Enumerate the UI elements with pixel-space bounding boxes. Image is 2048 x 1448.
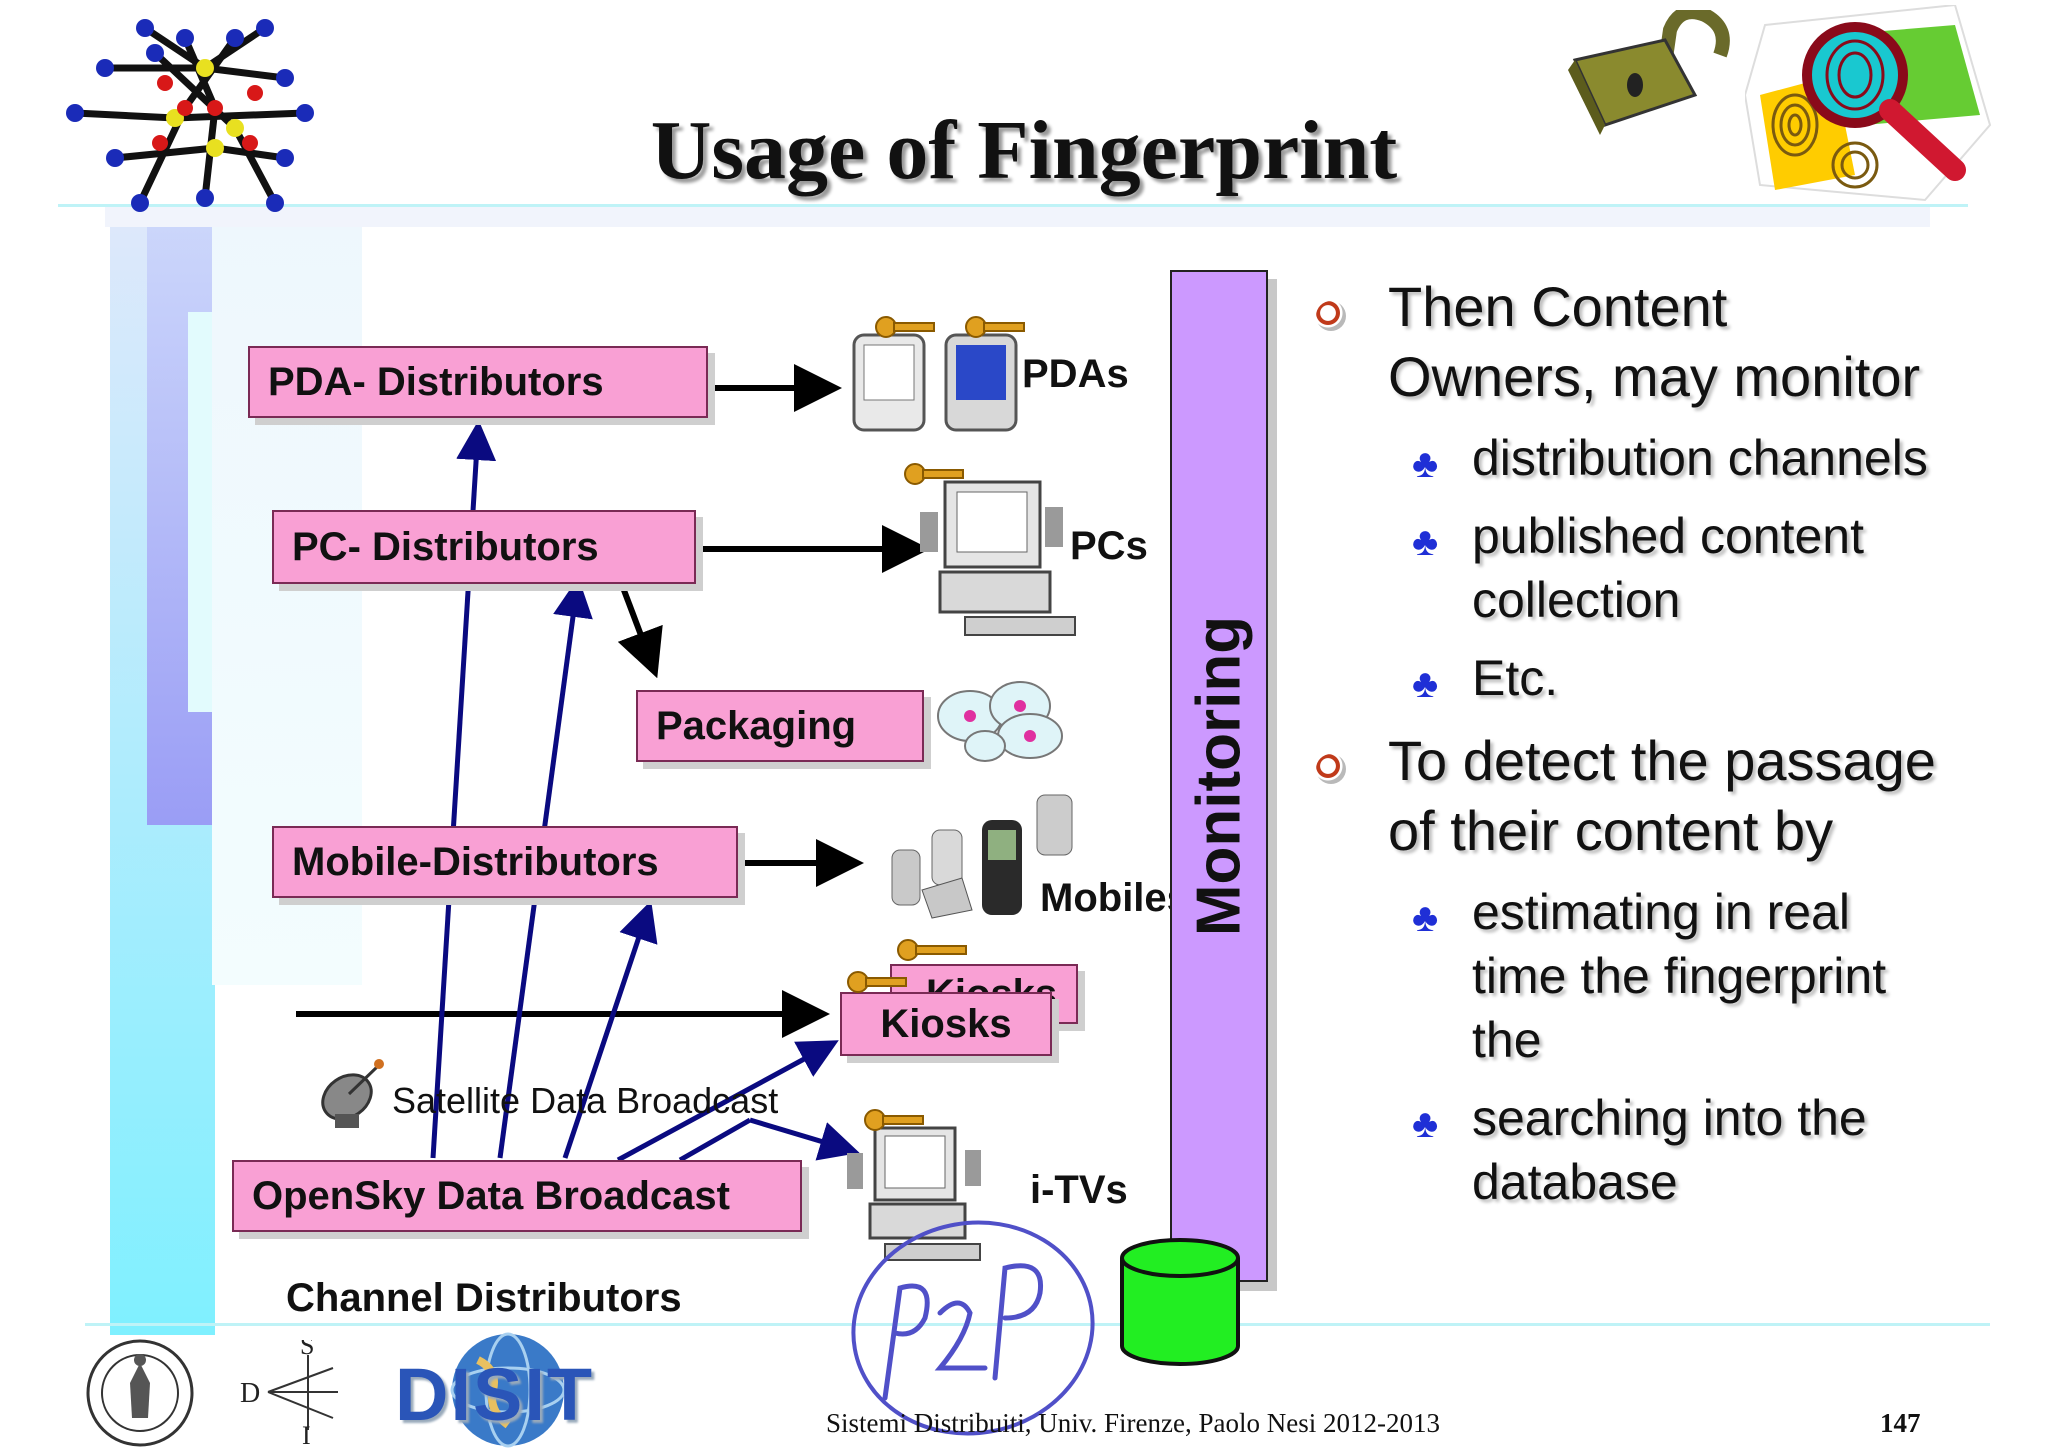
channel-distributors-label: Channel Distributors bbox=[286, 1276, 682, 1320]
subitem-1-1-line-1: distribution channels bbox=[1472, 430, 1928, 486]
pda-devices-icon bbox=[852, 316, 1025, 432]
footer-rule bbox=[85, 1323, 1990, 1326]
pc-distributors-label: PC- Distributors bbox=[292, 524, 599, 569]
bullet-2-line-1: To detect the passage bbox=[1388, 729, 1936, 792]
club-bullet-icon-2: ♣ bbox=[1412, 520, 1439, 564]
disit-globe-icon bbox=[450, 1332, 566, 1448]
dsi-letter-d: D bbox=[240, 1378, 260, 1409]
subitem-2-2-line-1: searching into the bbox=[1472, 1090, 1867, 1146]
bullet-ring-icon-1 bbox=[1316, 301, 1346, 331]
subitem-2-1-line-1: estimating in real bbox=[1472, 884, 1850, 940]
packaging-label: Packaging bbox=[656, 703, 857, 748]
pcs-label: PCs bbox=[1070, 524, 1148, 568]
dsi-letter-i: I bbox=[302, 1421, 311, 1445]
pda-distributors-label: PDA- Distributors bbox=[268, 359, 604, 404]
opensky-label: OpenSky Data Broadcast bbox=[252, 1173, 730, 1218]
mobiles-label: Mobiles bbox=[1040, 876, 1189, 920]
pc-computer-icon bbox=[904, 463, 1076, 636]
itv-computer-icon bbox=[847, 1109, 981, 1261]
club-bullet-icon-5: ♣ bbox=[1412, 1102, 1439, 1146]
subitem-2-2-line-2: database bbox=[1472, 1154, 1678, 1210]
cd-discs-icon bbox=[937, 681, 1063, 762]
bullet-1-line-1: Then Content bbox=[1388, 275, 1728, 338]
bullet-ring-icon-2 bbox=[1316, 754, 1346, 784]
footer-text: Sistemi Distribuiti, Univ. Firenze, Paol… bbox=[826, 1408, 1440, 1438]
database-icon bbox=[1120, 1238, 1240, 1366]
subitem-1-3-line-1: Etc. bbox=[1472, 650, 1559, 706]
bullet-1-line-2: Owners, may monitor bbox=[1388, 345, 1921, 408]
packaging-box: Packaging bbox=[636, 690, 924, 762]
club-bullet-icon-3: ♣ bbox=[1412, 662, 1439, 706]
itvs-label: i-TVs bbox=[1030, 1168, 1128, 1212]
kiosk-keys-icon bbox=[847, 939, 967, 993]
university-seal-logo bbox=[86, 1339, 194, 1447]
subitem-2-1-line-3: the bbox=[1472, 1012, 1542, 1068]
opensky-box: OpenSky Data Broadcast bbox=[232, 1160, 802, 1232]
slide-title: Usage of Fingerprint bbox=[650, 104, 1398, 197]
p2p-handwriting bbox=[851, 1220, 1095, 1436]
satellite-broadcast-label: Satellite Data Broadcast bbox=[392, 1080, 779, 1121]
fingerprint-magnifier-icon bbox=[1745, 5, 1992, 202]
subitem-1-2-line-2: collection bbox=[1472, 572, 1681, 628]
club-bullet-icon-4: ♣ bbox=[1412, 896, 1439, 940]
molecule-icon bbox=[66, 19, 314, 212]
mobile-phones-icon bbox=[891, 794, 1073, 919]
dsi-letter-s: S bbox=[300, 1340, 314, 1360]
pdas-label: PDAs bbox=[1022, 352, 1129, 396]
club-bullet-icon-1: ♣ bbox=[1412, 442, 1439, 486]
title-rule bbox=[58, 204, 1968, 207]
satellite-dish-icon bbox=[321, 1059, 384, 1128]
disit-logo-text: DISIT bbox=[395, 1353, 595, 1436]
subitem-2-1-line-2: time the fingerprint bbox=[1472, 948, 1887, 1004]
dsi-logo: D S I bbox=[240, 1340, 338, 1445]
top-band bbox=[105, 205, 1930, 227]
mobile-distributors-box: Mobile-Distributors bbox=[272, 826, 738, 898]
pc-distributors-box: PC- Distributors bbox=[272, 510, 696, 584]
mobile-distributors-label: Mobile-Distributors bbox=[292, 839, 659, 884]
pda-distributors-box: PDA- Distributors bbox=[248, 346, 708, 418]
kiosks-box: Kiosks bbox=[840, 992, 1052, 1056]
monitoring-label: Monitoring bbox=[1184, 615, 1254, 937]
monitoring-bar bbox=[1170, 270, 1268, 1282]
bullet-2-line-2: of their content by bbox=[1388, 799, 1834, 862]
kiosks-label: Kiosks bbox=[880, 1001, 1012, 1046]
page-number: 147 bbox=[1880, 1408, 1921, 1438]
subitem-1-2-line-1: published content bbox=[1472, 508, 1864, 564]
padlock-icon bbox=[1568, 10, 1730, 135]
